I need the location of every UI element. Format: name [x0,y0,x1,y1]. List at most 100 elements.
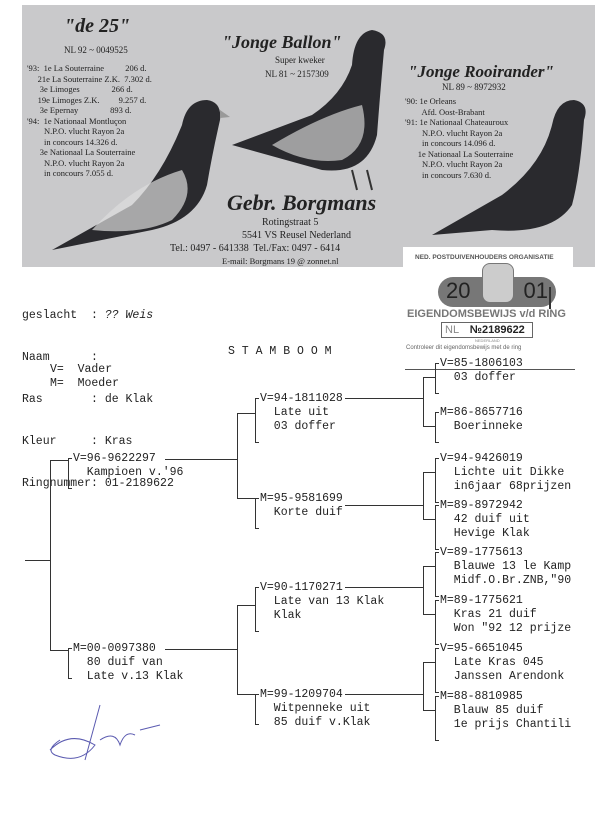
bracket [68,648,72,649]
pigeon-description: 80 duif van Late v.13 Klak [86,656,184,683]
signature [49,704,161,761]
bracket [255,498,259,499]
pedigree-great-grandparent: M=86-8657716 Boerinneke [440,406,523,434]
bracket [435,505,436,549]
pigeon-left-image [52,100,230,250]
ring-card-land: NEDERLAND [475,338,500,343]
ring-number: M=00-0097380 [73,642,156,655]
bracket [68,648,69,678]
pedigree-grandparent: V=94-1811028 Late uit 03 doffer [260,392,343,434]
root-line [25,560,50,561]
legend-moeder: M= Moeder [50,377,120,390]
ring-number: M=89-8972942 [440,499,523,512]
bracket [435,458,439,459]
info-label: Ringnummer: [22,477,98,490]
lion-crest-icon [482,263,514,303]
tree-line [50,460,68,461]
tree-line [423,566,435,567]
pigeon-description: Witpenneke uit 85 duif v.Klak [273,702,371,729]
info-label: Ras : [22,393,98,406]
ring-number: M=99-1209704 [260,688,343,701]
bracket [435,692,439,693]
bracket [435,505,439,506]
pigeon-description: Kampioen v.'96 [73,466,184,479]
bracket [435,412,439,413]
bracket [255,398,256,442]
bracket [68,678,72,679]
pigeon-description: Late uit 03 doffer [273,406,336,433]
tree-line [345,398,423,399]
breeder-phone: Tel.: 0497 - 641338 Tel./Fax: 0497 - 641… [170,243,341,254]
tree-line [345,694,423,695]
info-row-geslacht: geslacht : ?? Weis [22,309,174,323]
bracket [435,458,436,502]
ring-number: V=95-6651045 [440,642,523,655]
bracket [255,587,256,631]
info-label: Kleur : [22,435,98,448]
ring-ownership-card: NED. POSTDUIVENHOUDERS ORGANISATIE 20 01… [403,247,573,357]
bracket [435,648,436,692]
bracket [255,631,259,632]
info-label: Naam : [22,351,98,364]
bracket [435,549,439,550]
pigeon-right-image [432,100,586,235]
breeder-city: 5541 VS Reusel Nederland [242,230,351,241]
bracket [255,442,259,443]
tree-line [50,650,68,651]
tree-line [423,472,435,473]
bracket [435,648,439,649]
pedigree-great-grandparent: M=89-1775621 Kras 21 duif Won "92 12 pri… [440,594,571,636]
bracket [435,600,439,601]
ring-card-number: №2189622 [469,324,525,336]
ring-card-year-right: 01 [523,278,548,303]
stamboom-heading: S T A M B O O M [228,345,332,358]
info-label: geslacht : [22,309,98,322]
info-value-kleur: Kras [104,435,133,448]
bracket [255,587,259,588]
bracket [435,442,439,443]
info-row-ras: Ras : de Klak [22,393,174,407]
tree-line [237,413,238,499]
bracket [255,724,259,725]
breeder-street: Rotingstraat 5 [262,217,319,228]
pigeon-middle-subtitle: Super kweker [275,55,325,65]
breeder-banner: "de 25" NL 92 ~ 0049525 '93: 1e La Soute… [22,5,595,267]
bracket [435,696,436,740]
bracket [435,363,439,364]
root-connector [50,460,51,650]
info-row-ringnummer: Ringnummer: 01-2189622 [22,477,174,491]
bracket [435,600,436,644]
tree-line [423,519,435,520]
ring-number: V=89-1775613 [440,546,523,559]
tree-line [345,505,423,506]
ring-card-note: Controleer dit eigendomsbewijs met de ri… [406,345,522,351]
pedigree-grandparent: M=99-1209704 Witpenneke uit 85 duif v.Kl… [260,688,370,730]
legend-vader: V= Vader [50,363,113,376]
pedigree-sire: V=96-9622297 Kampioen v.'96 [73,452,183,480]
breeder-email: E-mail: Borgmans 19 @ zonnet.nl [222,256,339,266]
ring-card-mark [549,287,551,309]
bracket [435,696,439,697]
tree-line [423,472,424,519]
pigeon-description: Boerinneke [440,420,523,433]
pigeon-description: Late Kras 045 Janssen Arendonk [453,656,565,683]
bracket [435,644,439,645]
tree-line [237,694,255,695]
pedigree-great-grandparent: V=85-1806103 03 doffer [440,357,523,385]
pedigree-great-grandparent: V=89-1775613 Blauwe 13 le Kamp Midf.O.Br… [440,546,571,588]
pigeon-description: Blauwe 13 le Kamp Midf.O.Br.ZNB,"90 [453,560,572,587]
ring-number: V=94-1811028 [260,392,343,405]
bracket [255,528,259,529]
bird-info: geslacht : ?? Weis Naam : Ras : de Klak … [22,281,174,519]
tree-line [237,413,255,414]
pigeon-middle-ring: NL 81 ~ 2157309 [265,69,329,79]
bracket [435,740,439,741]
bracket [435,596,439,597]
pigeon-description: Lichte uit Dikke in6jaar 68prijzen [453,466,572,493]
pigeon-middle-image [232,30,386,191]
bracket [68,458,69,488]
bracket [435,502,439,503]
info-row-naam: Naam : [22,351,174,365]
bracket [255,498,256,528]
